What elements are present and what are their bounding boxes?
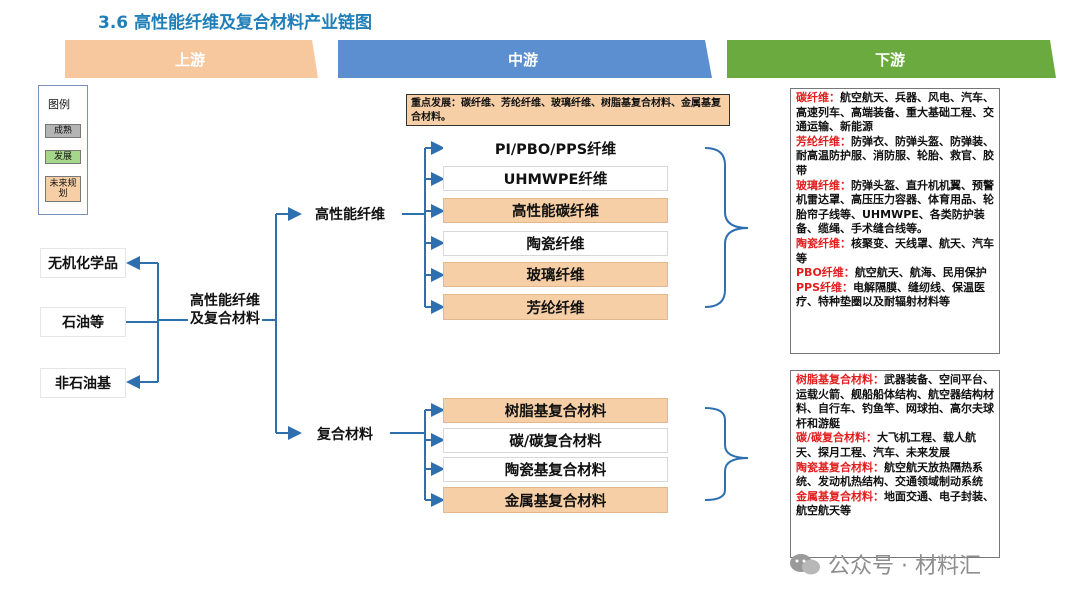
app-resin-composite: 树脂基复合材料：武器装备、空间平台、运载火箭、舰船船体结构、航空器结构材料、自行… — [796, 373, 994, 430]
watermark: 公众号 · 材料汇 — [788, 548, 981, 580]
composite-brace — [704, 407, 749, 501]
app-aramid-fiber: 芳纶纤维：防弹衣、防弹头盔、防弹装、耐高温防护服、消防服、轮胎、救官、胶带 — [796, 134, 994, 177]
center-node: 高性能纤维及复合材料 — [190, 293, 260, 327]
downstream-header-shape — [727, 40, 1056, 78]
upstream-header: 上游 — [174, 50, 205, 69]
upstream-header-shape — [65, 40, 318, 78]
app-carbon-carbon-composite: 碳/碳复合材料：大飞机工程、载人航天、探月工程、汽车、未来发展 — [796, 431, 977, 459]
branch-high-performance-fiber: 高性能纤维 — [315, 207, 385, 223]
fiber-brace — [704, 147, 749, 308]
fiber-item-carbon-fiber: 高性能碳纤维 — [443, 198, 668, 223]
app-glass-fiber: 玻璃纤维：防弹头盔、直升机机翼、预警机雷达罩、高压压力容器、体育用品、轮胎帘子线… — [796, 178, 994, 236]
upstream-non-petroleum: 非石油基 — [40, 368, 126, 398]
legend-mature: 成熟 — [45, 124, 81, 138]
downstream-header: 下游 — [874, 50, 905, 69]
wechat-icon — [790, 554, 820, 575]
app-ceramic-matrix-composite: 陶瓷基复合材料：航空航天放热隔热系统、发动机热结构、交通领域制动系统 — [796, 460, 983, 489]
fiber-item-glass: 玻璃纤维 — [443, 262, 668, 287]
watermark-text: 公众号 · 材料汇 — [828, 554, 981, 579]
legend-title: 图例 — [48, 98, 70, 111]
legend-developing: 发展 — [45, 150, 81, 164]
composite-item-metal-matrix: 金属基复合材料 — [443, 487, 668, 513]
fiber-item-aramid: 芳纶纤维 — [443, 294, 668, 320]
page-title: 3.6 高性能纤维及复合材料产业链图 — [98, 13, 373, 33]
fiber-applications-panel: 碳纤维：航空航天、兵器、风电、汽车、高速列车、高端装备、重大基础工程、交通运输、… — [790, 88, 1000, 354]
fiber-item-pi-pbo-pps: PI/PBO/PPS纤维 — [443, 136, 668, 161]
composite-applications-panel: 树脂基复合材料：武器装备、空间平台、运载火箭、舰船船体结构、航空器结构材料、自行… — [790, 370, 1000, 558]
focus-development-note: 重点发展：碳纤维、芳纶纤维、玻璃纤维、树脂基复合材料、金属基复合材料。 — [406, 94, 730, 126]
app-pps-fiber: PPS纤维：电解隔膜、缝纫线、保温医疗、特种垫圈以及耐辐射材料等 — [796, 280, 986, 309]
composite-item-carbon-carbon: 碳/碳复合材料 — [443, 428, 668, 453]
upstream-petroleum: 石油等 — [40, 307, 126, 337]
app-carbon-fiber: 碳纤维：航空航天、兵器、风电、汽车、高速列车、高端装备、重大基础工程、交通运输、… — [796, 91, 994, 134]
app-ceramic-fiber: 陶瓷纤维：核聚变、天线罩、航天、汽车等 — [796, 236, 994, 265]
composite-item-ceramic-matrix: 陶瓷基复合材料 — [443, 457, 668, 482]
midstream-header-shape — [338, 40, 712, 78]
upstream-inorganic-chemicals: 无机化学品 — [40, 248, 126, 278]
app-pbo-fiber: PBO纤维：航空航天、航海、民用保护 — [796, 266, 987, 280]
midstream-header: 中游 — [507, 50, 538, 69]
app-metal-matrix-composite: 金属基复合材料：地面交通、电子封装、航空航天等 — [796, 489, 994, 518]
composite-item-resin: 树脂基复合材料 — [443, 398, 668, 423]
fiber-item-uhmwpe: UHMWPE纤维 — [443, 166, 668, 191]
branch-composite-materials: 复合材料 — [317, 427, 373, 443]
fiber-item-ceramic: 陶瓷纤维 — [443, 231, 668, 256]
legend-future: 未来规划 — [45, 176, 81, 202]
